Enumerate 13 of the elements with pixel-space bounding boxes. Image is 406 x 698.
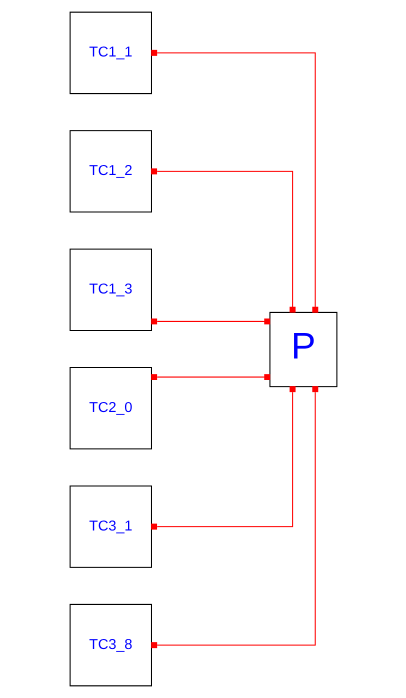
connector (150, 386, 296, 530)
node-box: P (268, 312, 337, 388)
connector (150, 168, 296, 313)
node-box: TC2_0 (69, 367, 152, 450)
node-box: TC1_2 (69, 130, 152, 213)
node-box: TC3_1 (69, 485, 152, 568)
node-box: TC1_3 (69, 248, 152, 331)
node-box: TC1_1 (69, 12, 152, 94)
connector (150, 374, 270, 380)
connector (150, 386, 318, 648)
node-box: TC3_8 (69, 604, 152, 686)
connector (150, 318, 270, 324)
connector (150, 50, 318, 313)
